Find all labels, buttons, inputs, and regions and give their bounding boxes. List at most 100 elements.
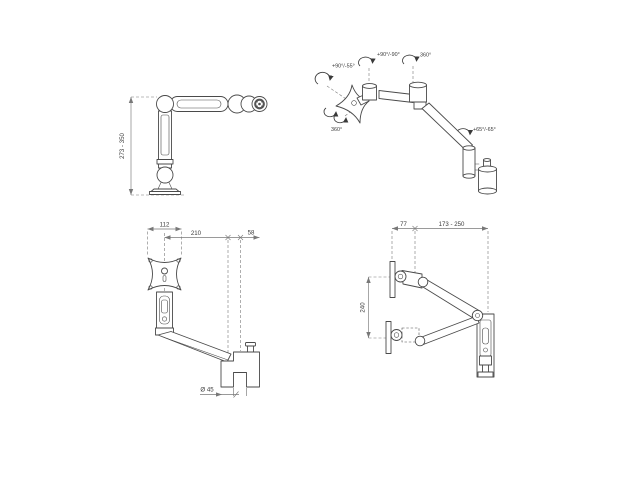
rotation-arrow-icon [402,54,420,65]
bracket-knob-cap [245,342,256,347]
lower-link [421,102,473,151]
view-range-side: 77 173 - 250 240 [360,221,495,378]
upper-wall-plate [389,261,396,298]
arrowhead-up-icon [128,97,134,103]
ball-joint-lower [156,166,174,184]
extension-lines [227,240,241,360]
dimension-front: 112 210 58 [147,222,260,360]
extension-lines [391,231,489,312]
vesa-plate-hole [351,100,357,106]
column-top-joint-inner [475,313,480,318]
arrowhead-down-icon [128,189,134,195]
head-swivel-label: +90°/-90° [377,52,400,58]
ball-joint [156,95,174,113]
arm-side-drawing [149,94,268,195]
plate-rotation-label: 360° [331,127,342,133]
dim-offset-label: 77 [400,221,407,228]
column-clamp [479,355,492,366]
base-plate [149,191,181,195]
elbow-rotation-label: 360° [420,53,431,59]
column-slot [160,114,170,156]
arm-column [158,110,172,162]
base-neck [157,182,173,190]
arm-swivel-label: +65°/-65° [473,127,496,133]
dimension-range-top: 77 173 - 250 [391,221,489,312]
rotation-arrow-icon [323,107,339,118]
column-foot [477,371,494,378]
plate-hole [176,258,181,263]
plate-rotation-axis [344,108,355,117]
lower-head-pivot [390,329,403,341]
desk-mount-top [478,165,497,173]
arm-link-inner [176,99,222,109]
column-top-joint [471,309,484,322]
upper-head-pivot [394,270,407,283]
lower-wall-plate [385,321,392,354]
front-arm-inner [162,336,229,361]
arrowhead-icon [392,226,398,231]
front-column-inner [161,299,168,314]
tilt-label: +90°/-55° [332,64,355,70]
elbow-cylinder-top [409,81,427,89]
upper-arm-joint [417,276,429,288]
slash-tick-icon [233,391,239,398]
hub-spokes [256,100,263,108]
dim-height-range-label: 240 [360,302,367,313]
arrowhead-up-icon [366,277,371,283]
arm-end-cylinder-bottom [462,173,476,179]
vesa-hub-center [258,102,261,106]
dimension-height: 273 - 350 [119,96,186,196]
front-column-hole [162,316,168,322]
arrowhead-icon [175,226,182,232]
dim-diameter-label: Ø 45 [200,387,214,394]
dim-offset-label: 58 [248,230,255,237]
arrowhead-icon [164,235,171,240]
cross-tick-icon [412,225,418,232]
upper-arm [420,277,480,320]
cross-tick-icon [237,234,244,241]
lower-arm [420,315,480,346]
arm-isometric-drawing [335,81,497,195]
front-column [156,291,173,329]
arm-end-cylinder-top [462,145,476,151]
arrowhead-icon [216,392,222,397]
column-collar [156,159,174,165]
lower-arm-joint [414,335,426,347]
clamp-knob [482,364,489,373]
arrowhead-icon [147,226,154,232]
view-side-elevation: 273 - 350 [119,94,268,196]
arm-end-cylinder [462,147,476,177]
rotation-arrow-icon [358,56,376,67]
dim-plate-width-label: 112 [160,222,170,229]
plate-slot [162,275,167,282]
wall-column-inner [482,327,489,345]
wall-bracket [220,351,260,388]
arm-front-drawing: Ø 45 [147,257,260,398]
view-isometric-rotations: +90°/-55° 360° +90°/-90° 360° +65°/-65° [314,52,497,195]
arrowhead-icon [253,235,260,240]
upper-link [378,90,414,103]
view-front-elevation: 112 210 58 [147,222,260,398]
dim-height-label: 273 - 350 [119,133,126,159]
plate-center-hole [161,267,168,275]
plate-hole [176,285,181,290]
rotation-arrow-icon [314,71,334,85]
extension-lines [147,231,182,255]
desk-mount-bottom [478,187,497,195]
dim-reach-label: 173 - 250 [439,221,465,228]
plate-hole [148,258,153,263]
dim-reach-label: 210 [191,230,202,237]
mount-knob-top [483,158,491,162]
lower-head-pivot-inner [393,332,400,338]
arrowhead-down-icon [366,332,371,338]
cross-tick-icon [225,234,231,241]
wall-column-hole [483,347,488,353]
arm-range-drawing [385,261,495,378]
upper-head-pivot-inner [397,273,404,280]
plate-hole [148,285,153,290]
arrowhead-icon [482,226,488,231]
arm-link [169,96,229,112]
vesa-hub-ring [254,98,265,110]
